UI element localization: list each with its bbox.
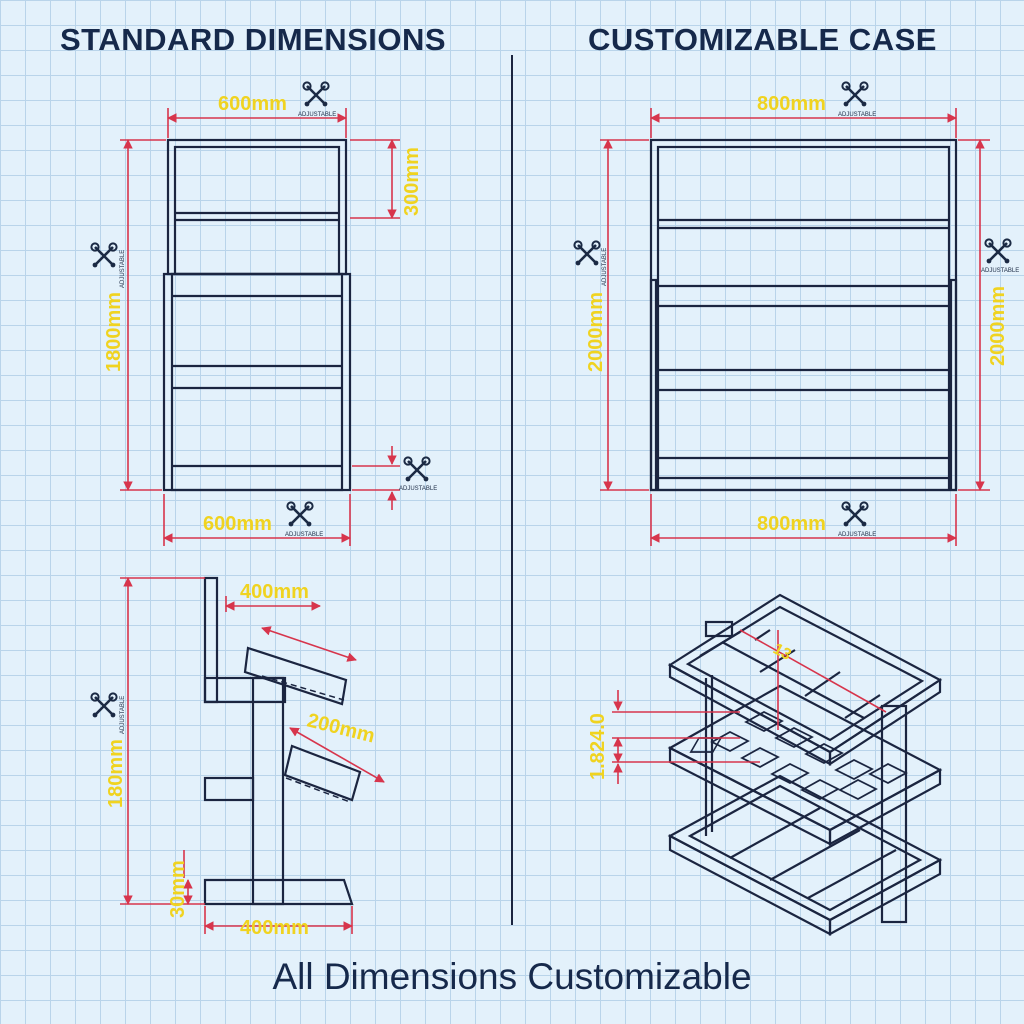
adjustable-label: ADJUSTABLE: [120, 696, 126, 734]
side-back-post: [203, 576, 219, 704]
adjustable-label: ADJUSTABLE: [285, 532, 323, 538]
title-customizable-case: CUSTOMIZABLE CASE: [588, 22, 937, 57]
custom-top-width-label: 800mm: [757, 93, 826, 115]
adjustable-wrench-icon: [984, 238, 1012, 265]
adjustable-wrench-icon: [573, 240, 601, 267]
adjustable-label: ADJUSTABLE: [399, 486, 437, 492]
side-base-height-label: 30mm: [167, 860, 189, 918]
custom-bottom-width-label: 800mm: [757, 513, 826, 535]
custom-left-height-label: 2000mm: [585, 292, 607, 372]
adjustable-wrench-icon: [403, 456, 431, 483]
iso-label-c: 13: [770, 641, 794, 664]
title-standard-dimensions: STANDARD DIMENSIONS: [60, 22, 447, 57]
side-height-label: 180mm: [105, 739, 127, 808]
custom-case-outer-frame: [649, 138, 958, 492]
adjustable-wrench-icon: [841, 501, 869, 528]
iso-label-b: 24.0: [587, 713, 609, 752]
standard-bottom-width-label: 600mm: [203, 513, 272, 535]
iso-front-post: [880, 704, 908, 924]
standard-top-width-label: 600mm: [218, 93, 287, 115]
adjustable-label: ADJUSTABLE: [838, 532, 876, 538]
adjustable-wrench-icon: [90, 242, 118, 269]
side-base: [203, 878, 354, 906]
side-base-width-label: 400mm: [240, 917, 309, 939]
standard-front-view: 600mm ADJUSTABLE 1800mm ADJUSTABLE 300mm…: [90, 81, 437, 546]
adjustable-wrench-icon: [841, 81, 869, 108]
adjustable-label: ADJUSTABLE: [838, 112, 876, 118]
isometric-view: 24.0 1.8 13: [587, 593, 943, 936]
adjustable-wrench-icon: [286, 501, 314, 528]
footer-caption: All Dimensions Customizable: [272, 956, 752, 997]
adjustable-label: ADJUSTABLE: [602, 248, 608, 286]
iso-top-tray: [667, 593, 943, 754]
adjustable-wrench-icon: [90, 692, 118, 719]
side-view: 400mm 200mm 180mm ADJUSTABLE 30mm 400mm: [90, 576, 385, 939]
adjustable-label: ADJUSTABLE: [120, 250, 126, 288]
iso-label-a: 1.8: [587, 752, 609, 780]
side-top-depth-label: 400mm: [240, 581, 309, 603]
standard-lower-cabinet: [162, 272, 352, 492]
adjustable-label: ADJUSTABLE: [981, 268, 1019, 274]
custom-right-height-label: 2000mm: [987, 286, 1009, 366]
standard-top-section-label: 300mm: [401, 147, 423, 216]
side-column: [251, 676, 285, 906]
adjustable-label: ADJUSTABLE: [298, 112, 336, 118]
standard-top-hutch: [166, 138, 348, 276]
custom-front-view: 800mm ADJUSTABLE 2000mm ADJUSTABLE 2000m…: [573, 81, 1019, 546]
adjustable-wrench-icon: [302, 81, 330, 108]
standard-height-label: 1800mm: [103, 292, 125, 372]
